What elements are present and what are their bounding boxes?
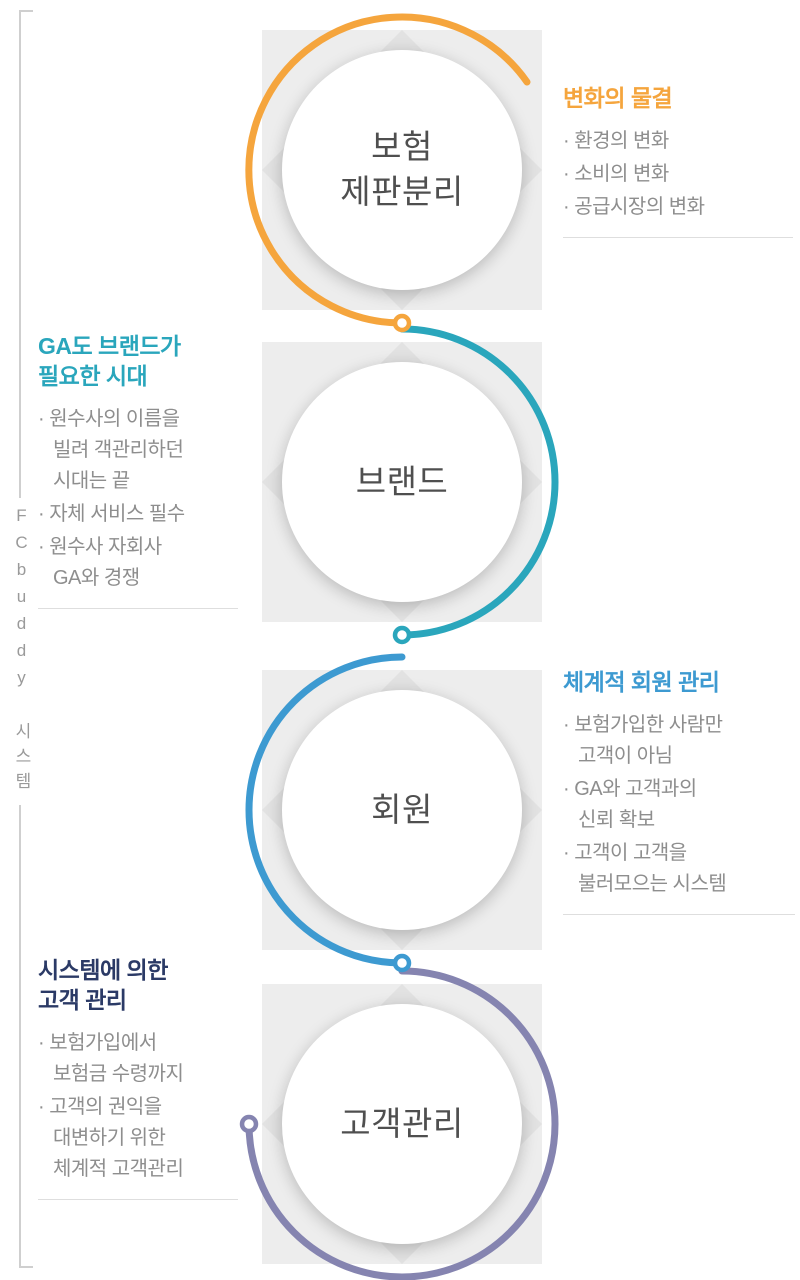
note-item: · 고객이 고객을 불러모으는 시스템 (563, 841, 727, 895)
note-brand-era: GA도 브랜드가 필요한 시대 · 원수사의 이름을 빌려 객관리하던 시대는 … (38, 332, 238, 609)
connector-dot-2 (392, 625, 412, 645)
note-title: 체계적 회원 관리 (563, 669, 720, 695)
node-tile-member: 회원 (262, 670, 542, 950)
note-list: · 환경의 변화 · 소비의 변화 · 공급시장의 변화 (563, 126, 793, 223)
node-tile-brand: 브랜드 (262, 342, 542, 622)
node-circle-customer: 고객관리 (282, 1004, 522, 1244)
note-title: GA도 브랜드가 필요한 시대 (38, 333, 181, 389)
note-title: 변화의 물결 (563, 85, 673, 111)
note-item: · 원수사의 이름을 빌려 객관리하던 시대는 끝 (38, 407, 184, 492)
note-item: · 공급시장의 변화 (563, 195, 705, 218)
connector-dot-1 (392, 313, 412, 333)
axis-tick-bottom (19, 1266, 33, 1268)
node-label: 보험 제판분리 (340, 128, 464, 210)
note-item: · 고객의 권익을 대변하기 위한 체계적 고객관리 (38, 1095, 184, 1180)
note-item: · 보험가입에서 보험금 수령까지 (38, 1031, 184, 1085)
arc-member (245, 653, 406, 967)
node-label: 회원 (371, 790, 433, 828)
note-title: 시스템에 의한 고객 관리 (38, 957, 168, 1013)
note-item: · 보험가입한 사람만 고객이 아님 (563, 713, 723, 767)
connector-dot-3 (392, 953, 412, 973)
note-item: · 환경의 변화 (563, 129, 669, 152)
node-tile-customer: 고객관리 (262, 984, 542, 1264)
note-item: · GA와 고객과의 신뢰 확보 (563, 777, 697, 831)
axis-label: FCbuddy 시스템 (9, 498, 34, 805)
node-label: 고객관리 (340, 1104, 464, 1142)
node-circle-brand: 브랜드 (282, 362, 522, 602)
note-member-management: 체계적 회원 관리 · 보험가입한 사람만 고객이 아님 · GA와 고객과의 … (563, 668, 795, 915)
node-label: 브랜드 (355, 462, 449, 500)
note-item: · 소비의 변화 (563, 162, 669, 185)
note-change-wave: 변화의 물결 · 환경의 변화 · 소비의 변화 · 공급시장의 변화 (563, 84, 793, 238)
note-item: · 원수사 자회사 GA와 경쟁 (38, 535, 162, 589)
note-list: · 보험가입에서 보험금 수령까지 · 고객의 권익을 대변하기 위한 체계적 … (38, 1028, 238, 1185)
note-list: · 원수사의 이름을 빌려 객관리하던 시대는 끝 · 자체 서비스 필수 · … (38, 404, 238, 594)
note-customer-management: 시스템에 의한 고객 관리 · 보험가입에서 보험금 수령까지 · 고객의 권익… (38, 956, 238, 1200)
connector-dot-4 (239, 1114, 259, 1134)
arc-insurance (245, 13, 531, 327)
note-item: · 자체 서비스 필수 (38, 502, 185, 525)
node-circle-insurance: 보험 제판분리 (282, 50, 522, 290)
node-tile-insurance: 보험 제판분리 (262, 30, 542, 310)
arc-customer (245, 967, 559, 1280)
arc-brand (398, 325, 559, 639)
axis-tick-top (19, 10, 33, 12)
node-circle-member: 회원 (282, 690, 522, 930)
note-list: · 보험가입한 사람만 고객이 아님 · GA와 고객과의 신뢰 확보 · 고객… (563, 710, 795, 900)
